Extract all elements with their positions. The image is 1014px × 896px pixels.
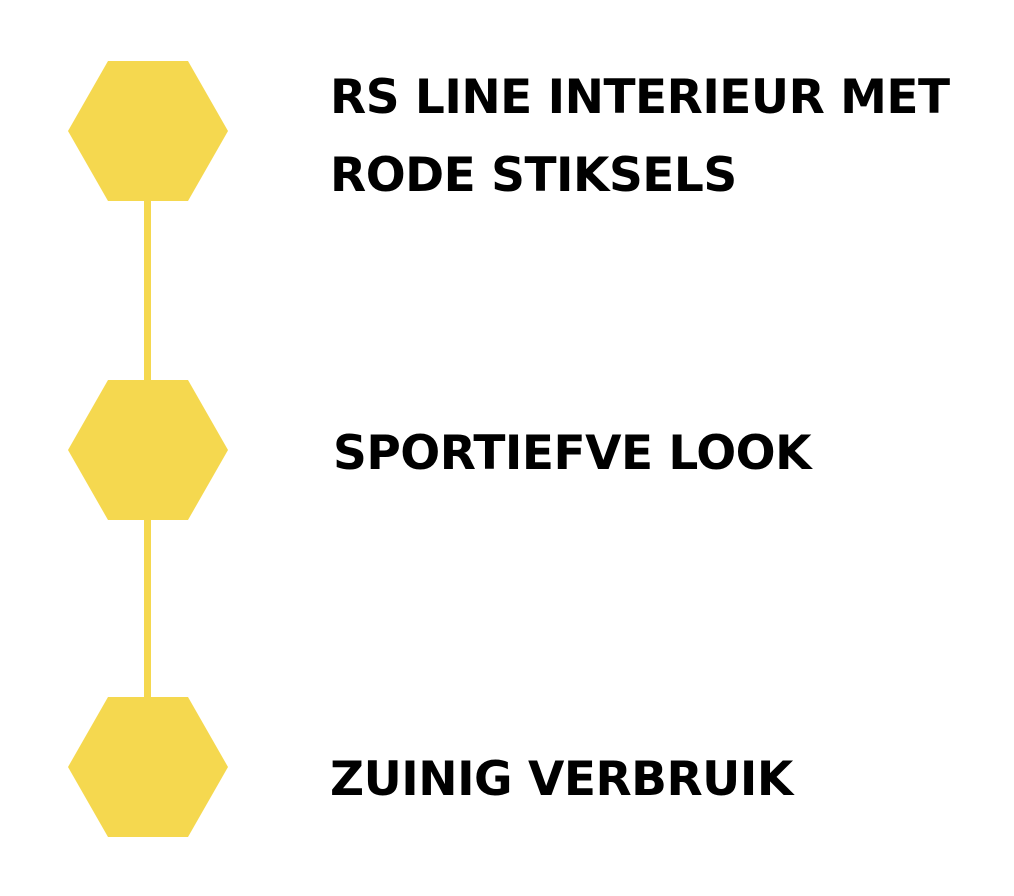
timeline-connector-line [144,195,151,390]
feature-item-look: SPORTIEFVE LOOK [333,415,812,493]
feature-text-line: ZUINIG VERBRUIK [330,752,793,807]
timeline-connector-line [144,512,151,707]
feature-text-line: SPORTIEFVE LOOK [333,426,812,481]
feature-item-interior: RS LINE INTERIEUR MET RODE STIKSELS [330,59,950,215]
hexagon-icon [68,380,228,520]
feature-text-line: RODE STIKSELS [330,148,737,203]
feature-item-consumption: ZUINIG VERBRUIK [330,741,793,819]
hexagon-icon [68,697,228,837]
hexagon-icon [68,61,228,201]
feature-text-line: RS LINE INTERIEUR MET [330,70,950,125]
